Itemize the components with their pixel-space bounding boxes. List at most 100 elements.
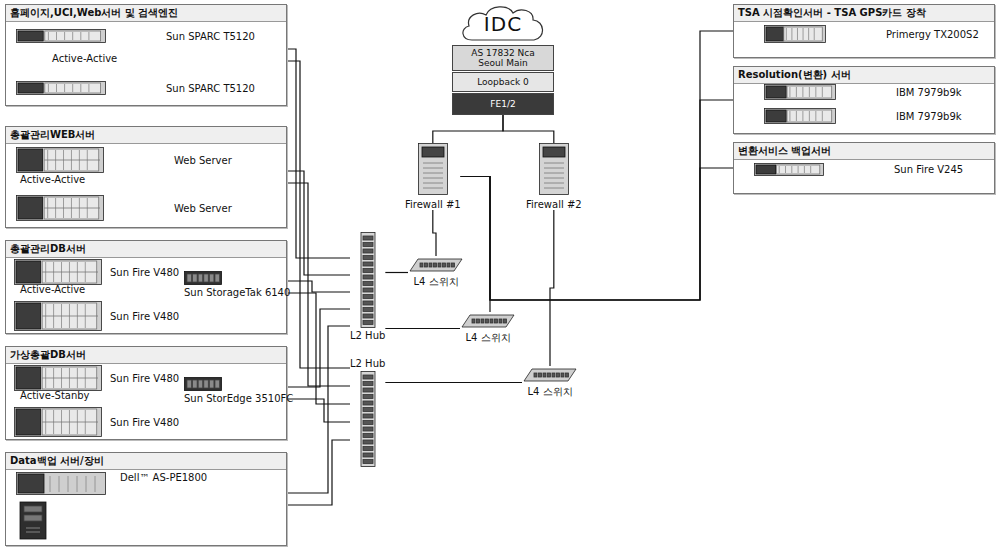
server-device: IBM 7979b9k — [764, 84, 962, 100]
server-group-panel: 총괄관리DB서버Sun Fire V480Sun StorageTak 6140… — [5, 240, 287, 334]
device-label: Sun StorageTak 6140 — [184, 287, 290, 298]
server-group-panel: 변환서비스 백업서버Sun Fire V245 — [733, 142, 995, 194]
l4-switch-device: L4 스위치 — [408, 256, 464, 289]
icon-part — [17, 30, 106, 43]
group-title: Resolution(변환) 서버 — [734, 67, 994, 84]
router-port-box: FE1/2 — [452, 93, 554, 115]
icon-part — [209, 274, 214, 282]
icon-line — [42, 316, 98, 317]
storage-icon — [184, 377, 222, 391]
icon-part — [209, 380, 214, 388]
l4-icon — [408, 256, 464, 274]
server-group-panel: 총괄관리WEB서버Web ServerWeb ServerActive-Acti… — [5, 126, 287, 228]
icon-part — [18, 474, 44, 493]
icon-part — [204, 380, 209, 388]
icon-line — [802, 87, 803, 97]
device-label: Web Server — [174, 155, 232, 166]
icon-part — [193, 380, 198, 388]
server-device: IBM 7979b9k — [764, 108, 962, 124]
icon-part — [499, 319, 502, 323]
icon-line — [86, 476, 87, 492]
icon-line — [80, 32, 81, 40]
icon-part — [552, 373, 555, 377]
device-label: Sun StorEdge 3510FC — [184, 393, 293, 404]
icon-part — [410, 259, 462, 271]
icon-line — [544, 163, 564, 164]
icon-part — [18, 149, 43, 171]
icon-part — [363, 314, 373, 318]
icon-part — [16, 367, 41, 389]
network-link — [385, 328, 460, 329]
icon-line — [544, 173, 564, 174]
group-title: 총괄관리DB서버 — [6, 241, 286, 258]
icon-line — [68, 476, 69, 492]
icon-line — [802, 111, 803, 121]
redundancy-label: Active-Active — [20, 174, 85, 185]
icon-line — [56, 32, 57, 40]
network-link — [461, 168, 733, 300]
icon-part — [504, 319, 507, 323]
icon-part — [557, 373, 560, 377]
icon-part — [434, 263, 437, 267]
device-label: L2 Hub — [350, 358, 385, 369]
storage-device: Sun StorEdge 3510FC — [184, 377, 293, 404]
group-title: Data백업 서버/장비 — [6, 453, 286, 470]
icon-part — [17, 196, 104, 221]
icon-line — [56, 84, 57, 92]
icon-line — [815, 111, 816, 121]
icon-part — [363, 295, 373, 299]
cloud-label: IDC — [484, 12, 522, 36]
icon-line — [50, 476, 51, 492]
icon-line — [77, 476, 78, 492]
ibm-icon — [764, 108, 836, 124]
network-link — [461, 177, 490, 313]
icon-part — [486, 319, 489, 323]
l4-switch-device: L4 스위치 — [460, 312, 516, 345]
network-link — [287, 309, 350, 387]
device-label: L4 스위치 — [465, 331, 510, 345]
server-device: Sun Fire V245 — [754, 163, 963, 176]
device-label: L2 Hub — [350, 330, 385, 341]
cloud-outline — [463, 7, 543, 40]
icon-part — [24, 506, 42, 512]
group-title: 홈페이지,UCI,Web서버 및 검색엔진 — [6, 5, 286, 22]
icon-part — [45, 83, 101, 93]
icon-part — [363, 301, 373, 305]
icon-line — [64, 32, 65, 40]
icon-part — [363, 256, 373, 260]
network-link — [550, 210, 554, 366]
icon-part — [561, 373, 564, 377]
icon-line — [544, 178, 564, 179]
redundancy-label: Active-Active — [52, 53, 117, 64]
l2-hub-device: L2 Hub — [350, 358, 385, 467]
fw-icon — [418, 143, 448, 195]
icon-part — [363, 275, 373, 279]
icon-part — [755, 164, 824, 176]
icon-part — [363, 382, 373, 386]
icon-line — [814, 28, 815, 40]
icon-part — [462, 315, 514, 327]
server-device: Sun Fire V480 — [14, 259, 179, 285]
icon-part — [20, 502, 46, 539]
icon-line — [779, 166, 780, 173]
icon-part — [17, 473, 106, 495]
network-link — [287, 293, 350, 404]
device-label: IBM 7979b9k — [896, 87, 962, 98]
router-box: Loopback 0 — [452, 72, 554, 92]
dell-icon — [16, 472, 106, 540]
network-link — [385, 382, 522, 383]
icon-part — [18, 197, 43, 219]
icon-line — [822, 87, 823, 97]
icon-part — [363, 408, 373, 412]
device-label: Sun Fire V480 — [110, 417, 179, 428]
icon-part — [420, 263, 423, 267]
icon-part — [443, 263, 446, 267]
server-group-panel: Data백업 서버/장비Dell™ AS-PE1800 — [5, 452, 287, 546]
idc-cloud: IDC — [458, 2, 548, 46]
storage-icon — [184, 271, 222, 285]
icon-line — [797, 28, 798, 40]
icon-part — [363, 427, 373, 431]
icon-line — [48, 84, 49, 92]
icon-line — [804, 166, 805, 173]
